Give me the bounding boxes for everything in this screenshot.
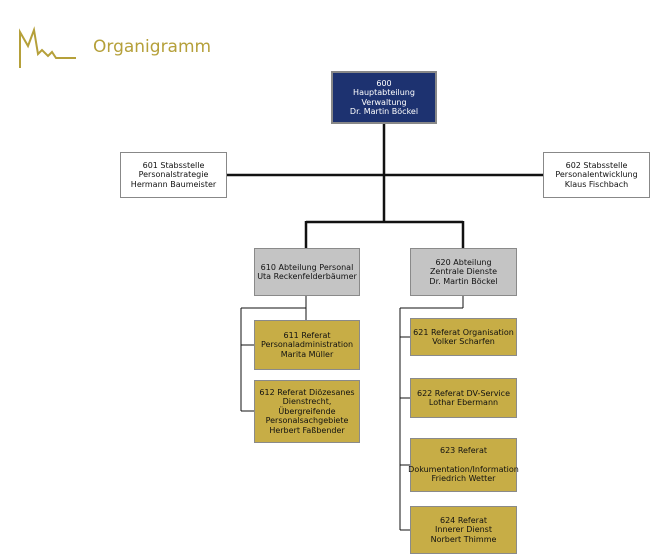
cathedral-logo-icon (19, 26, 76, 68)
unit-620-line1: Zentrale Dienste (429, 267, 498, 277)
unit-623-title: 623 Referat (440, 446, 487, 456)
unit-600-line2: Verwaltung (361, 97, 407, 107)
unit-611-referat: 611 Referat Personaladministration Marit… (254, 320, 360, 370)
unit-602-stabsstelle: 602 Stabsstelle Personalentwicklung Klau… (543, 152, 650, 198)
unit-612-title: 612 Referat Diözesanes (259, 387, 355, 397)
unit-612-line2: Übergreifende (278, 406, 336, 416)
unit-602-head: Klaus Fischbach (564, 179, 629, 189)
unit-601-line1: Personalstrategie (138, 170, 209, 180)
unit-612-head: Herbert Faßbender (269, 425, 345, 435)
unit-623-head: Friedrich Wetter (431, 474, 496, 484)
unit-622-referat: 622 Referat DV-Service Lothar Ebermann (410, 378, 517, 418)
unit-610-title: 610 Abteilung Personal (260, 262, 354, 272)
unit-624-title: 624 Referat (440, 515, 487, 525)
unit-611-line1: Personaladministration (260, 340, 354, 350)
unit-624-line1: Innerer Dienst (435, 525, 492, 535)
unit-621-referat: 621 Referat Organisation Volker Scharfen (410, 318, 517, 356)
unit-612-line3: Personalsachgebiete (265, 416, 349, 426)
unit-621-head: Volker Scharfen (432, 337, 495, 346)
unit-612-line1: Dienstrecht, (282, 397, 332, 407)
unit-621-title: 621 Referat Organisation (413, 327, 514, 337)
unit-610-head: Uta Reckenfelderbäumer (257, 272, 357, 281)
unit-620-title: 620 Abteilung (435, 257, 492, 267)
unit-600-number: 600 (376, 78, 392, 88)
unit-620-head: Dr. Martin Böckel (429, 276, 498, 286)
unit-622-title: 622 Referat DV-Service (416, 388, 511, 398)
unit-623-referat: 623 Referat Dokumentation/Information Fr… (408, 438, 519, 492)
unit-602-title: 602 Stabsstelle (565, 160, 628, 170)
unit-622-head: Lothar Ebermann (428, 398, 499, 407)
page-title: Organigramm (93, 37, 212, 57)
unit-610-abteilung-personal: 610 Abteilung Personal Uta Reckenfelderb… (254, 248, 360, 296)
unit-601-head: Hermann Baumeister (130, 179, 217, 189)
unit-624-head: Norbert Thimme (430, 534, 497, 544)
unit-601-stabsstelle: 601 Stabsstelle Personalstrategie Herman… (120, 152, 227, 198)
unit-601-title: 601 Stabsstelle (142, 160, 205, 170)
unit-600-hauptabteilung: 600 Hauptabteilung Verwaltung Dr. Martin… (331, 71, 437, 124)
unit-600-line1: Hauptabteilung (353, 88, 415, 97)
unit-624-referat: 624 Referat Innerer Dienst Norbert Thimm… (410, 506, 517, 554)
unit-611-title: 611 Referat (283, 330, 331, 340)
unit-612-referat: 612 Referat Diözesanes Dienstrecht, Über… (254, 380, 360, 443)
unit-623-line1: Dokumentation/Information (408, 464, 519, 474)
unit-602-line1: Personalentwicklung (555, 170, 638, 180)
unit-611-head: Marita Müller (280, 349, 334, 359)
unit-620-abteilung-zentrale-dienste: 620 Abteilung Zentrale Dienste Dr. Marti… (410, 248, 517, 296)
unit-600-head: Dr. Martin Böckel (349, 107, 419, 116)
